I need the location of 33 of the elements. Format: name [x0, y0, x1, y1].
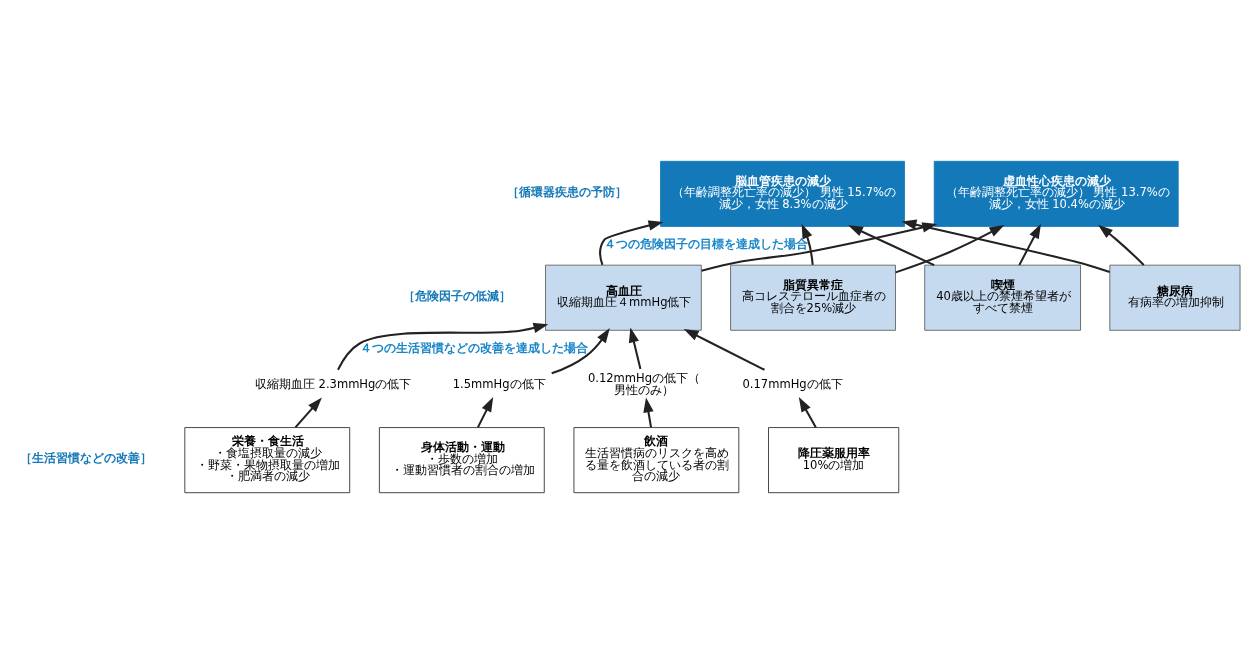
arrow: [551, 327, 610, 374]
node-box: 栄養・食生活 ・食塩摂取量の減少 ・野菜・果物摂取量の増加 ・肥満者の減少: [184, 426, 351, 493]
edge-label: ４つの危険因子の目標を達成した場合: [604, 236, 809, 251]
arrow: [848, 224, 935, 266]
node-box: 喫煙 40歳以上の禁煙希望者がすべて禁煙: [924, 264, 1081, 331]
arrow: [798, 396, 817, 428]
node-box: 高血圧 収縮期血圧４mmHg低下: [545, 264, 702, 331]
node-box: 飲酒 生活習慣病のリスクを高める量を飲酒している者の割合の減少: [573, 426, 740, 493]
arrow: [1098, 224, 1145, 266]
node-box: 身体活動・運動 ・歩数の増加 ・運動習慣者の割合の増加: [378, 426, 545, 493]
node-box: 糖尿病 有病率の増加抑制: [1109, 264, 1241, 331]
arrow: [643, 396, 654, 428]
arrow: [683, 328, 765, 371]
node-text: 収縮期血圧 2.3mmHgの低下: [254, 376, 412, 391]
arrow: [628, 327, 642, 369]
label: ［危険因子の低減］: [402, 288, 511, 303]
arrow: [599, 219, 664, 265]
node-box: 虚血性心疾患の減少 （年齢調整死亡率の減少） 男性 13.7%の減少，女性 10.4%の減少: [933, 160, 1179, 227]
label: ［循環器疾患の予防］: [506, 184, 627, 199]
label: ［生活習慣などの改善］: [19, 450, 152, 465]
arrow: [476, 396, 494, 428]
edge-label: ４つの生活習慣などの改善を達成した場合: [359, 340, 588, 355]
arrow: [1018, 223, 1041, 266]
node-text: 0.17mmHgの低下: [742, 376, 843, 391]
arrow: [895, 224, 1005, 273]
node-box: 脂質異常症 高コレステロール血症者の割合を25%減少: [730, 264, 896, 331]
node-box: 降圧薬服用率 10%の増加: [768, 426, 900, 493]
arrow: [294, 396, 322, 428]
node-text: 1.5mmHgの低下: [452, 376, 546, 391]
arrow: [337, 322, 549, 370]
arrow: [801, 223, 814, 265]
node-text: 0.12mmHgの低下（男性のみ）: [587, 370, 701, 397]
node-box: 脳血管疾患の減少 （年齢調整死亡率の減少） 男性 15.7%の減少，女性 8.3%の減少: [660, 160, 905, 227]
